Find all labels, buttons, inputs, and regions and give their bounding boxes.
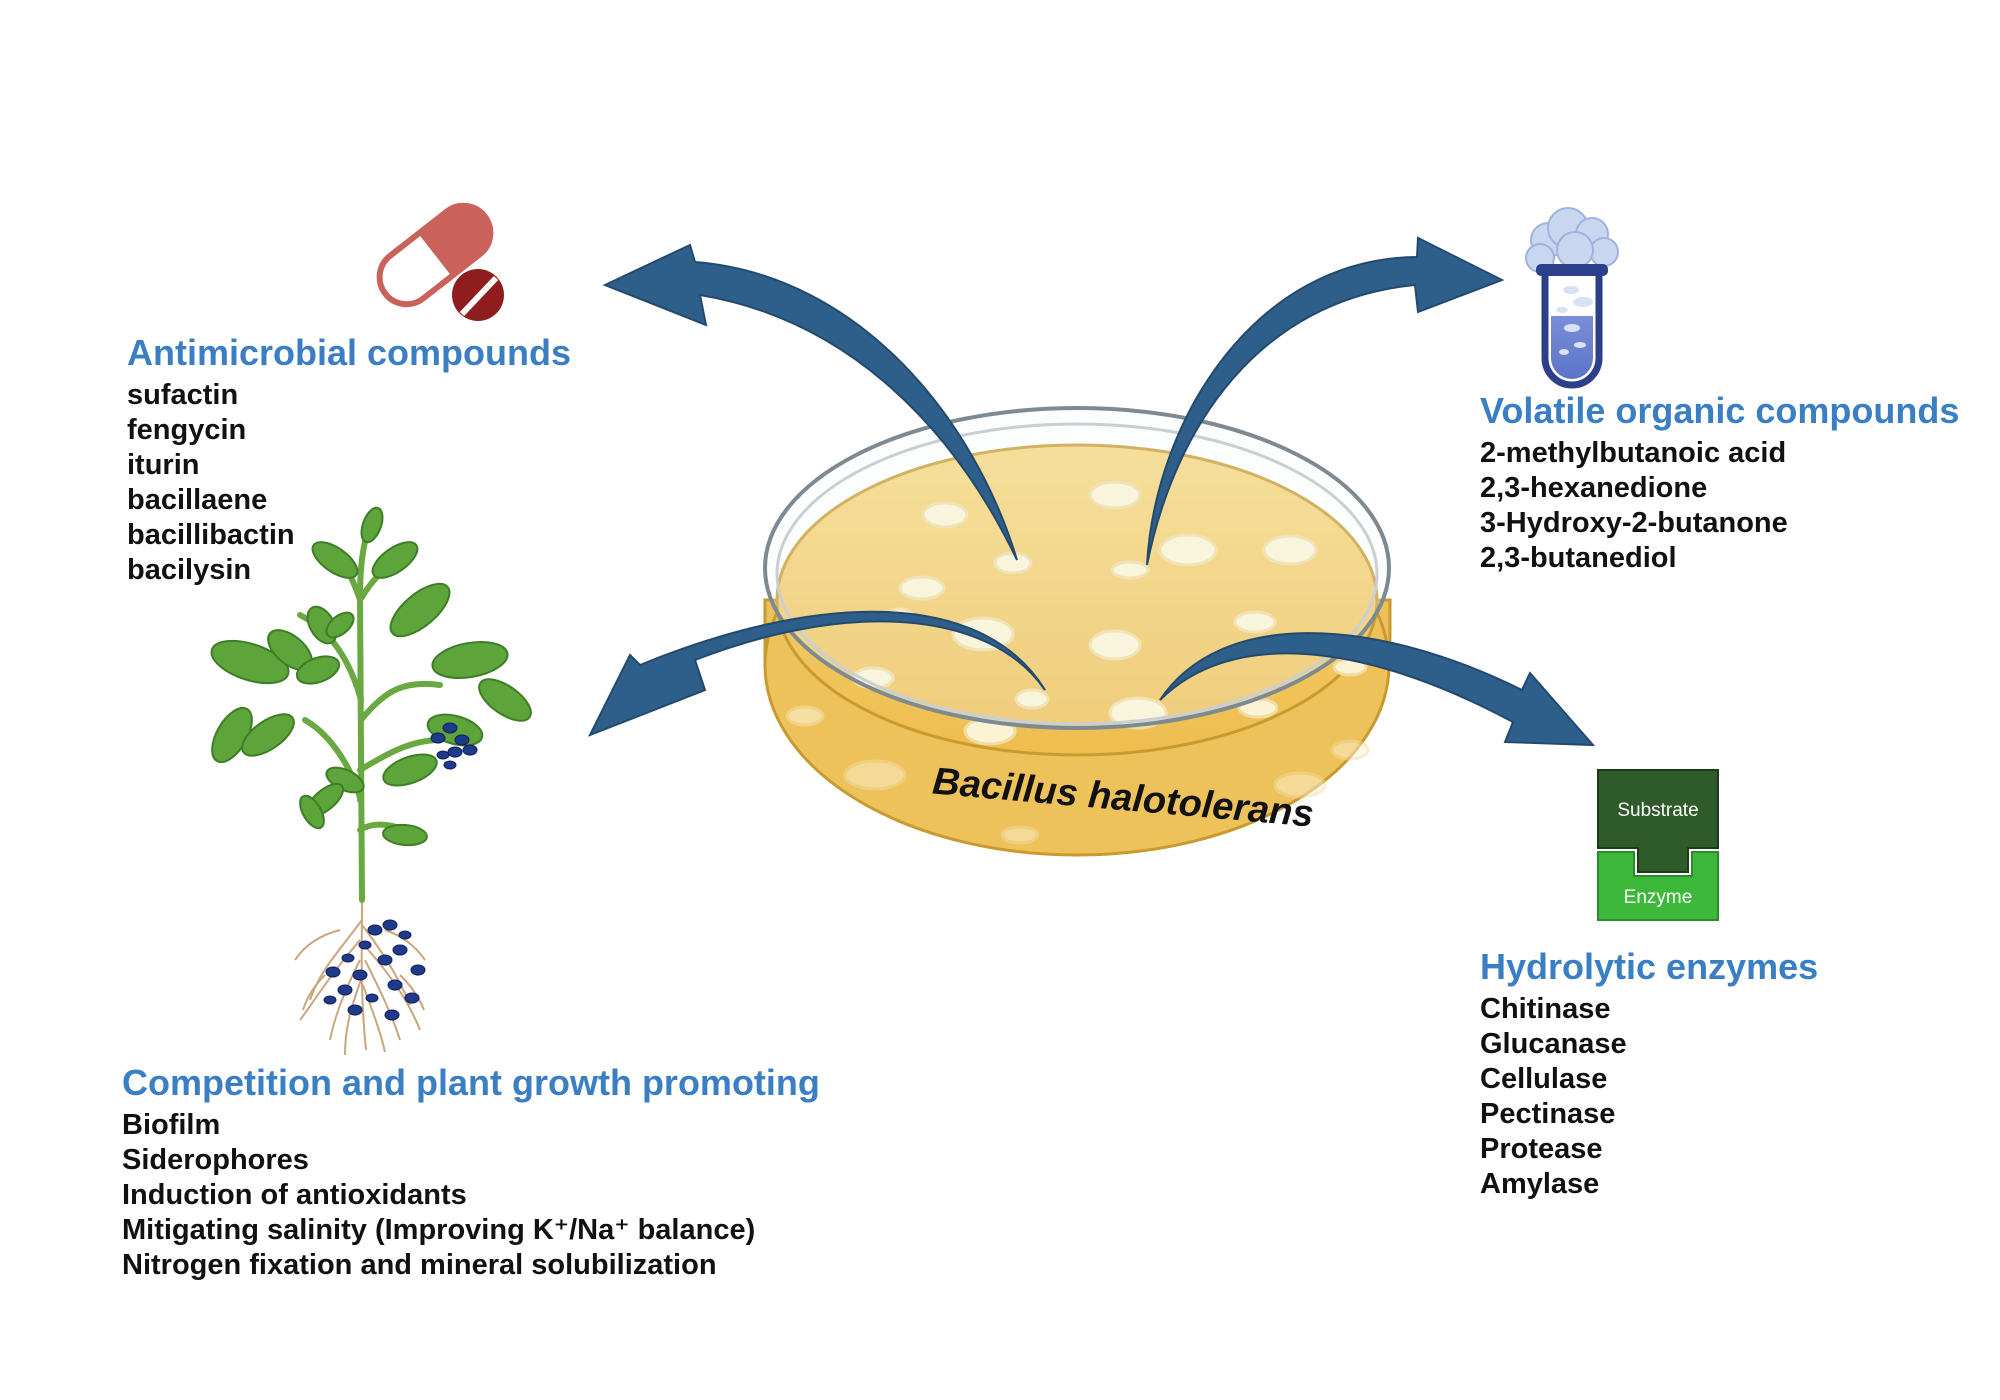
enzymes-item: Amylase [1480, 1168, 1600, 1200]
roots [294, 899, 426, 1056]
substrate-label: Substrate [1617, 800, 1698, 821]
volatile-item: 3-Hydroxy-2-butanone [1480, 507, 1788, 539]
antimicrobial-item: sufactin [127, 379, 239, 411]
competition-item: Induction of antioxidants [122, 1179, 467, 1211]
antimicrobial-group: Antimicrobial compounds sufactin fengyci… [127, 332, 571, 588]
antimicrobial-list: sufactin fengycin iturin bacillaene baci… [127, 378, 571, 588]
enzymes-item: Protease [1480, 1133, 1603, 1165]
antimicrobial-item: iturin [127, 449, 200, 481]
competition-item: Siderophores [122, 1144, 309, 1176]
competition-group: Competition and plant growth promoting B… [122, 1062, 820, 1283]
volatile-title: Volatile organic compounds [1480, 390, 1960, 431]
competition-item: Mitigating salinity (Improving K⁺/Na⁺ ba… [122, 1214, 756, 1246]
test-tube-gas-icon [1525, 207, 1619, 389]
arrow-to-volatile [1146, 236, 1505, 566]
competition-item: Nitrogen fixation and mineral solubiliza… [122, 1249, 717, 1281]
arrow-to-competition [587, 610, 1046, 737]
competition-title: Competition and plant growth promoting [122, 1062, 820, 1103]
capsule-pill-icon [376, 202, 504, 321]
arrows [587, 236, 1596, 747]
arrow-to-antimicrobial [602, 243, 1018, 561]
leaves [210, 506, 532, 847]
antimicrobial-item: fengycin [127, 414, 247, 446]
volatile-item: 2-methylbutanoic acid [1480, 437, 1787, 469]
enzymes-item: Pectinase [1480, 1098, 1616, 1130]
volatile-list: 2-methylbutanoic acid 2,3-hexanedione 3-… [1480, 436, 1959, 576]
petri-dish-icon: Bacillus halotolerans [763, 406, 1392, 857]
plant-with-roots-icon [210, 506, 532, 1056]
enzymes-title: Hydrolytic enzymes [1480, 946, 1819, 987]
enzymes-item: Chitinase [1480, 993, 1611, 1025]
enzymes-group: Hydrolytic enzymes Chitinase Glucanase C… [1480, 946, 1818, 1202]
enzyme-label: Enzyme [1624, 887, 1693, 908]
enzymes-item: Glucanase [1480, 1028, 1627, 1060]
plant-bacteria [323, 722, 478, 1021]
bacterial-colonies [785, 480, 1370, 845]
enzymes-list: Chitinase Glucanase Cellulase Pectinase … [1480, 992, 1818, 1202]
antimicrobial-item: bacilysin [127, 554, 252, 586]
competition-list: Biofilm Siderophores Induction of antiox… [122, 1108, 820, 1283]
substrate-enzyme-icon: Substrate Enzyme [1597, 769, 1719, 921]
arrow-to-enzymes [1159, 632, 1596, 747]
antimicrobial-item: bacillaene [127, 484, 268, 516]
antimicrobial-item: bacillibactin [127, 519, 295, 551]
volatile-group: Volatile organic compounds 2-methylbutan… [1480, 390, 1959, 576]
volatile-item: 2,3-butanediol [1480, 542, 1677, 574]
competition-item: Biofilm [122, 1109, 221, 1141]
volatile-item: 2,3-hexanedione [1480, 472, 1708, 504]
enzymes-item: Cellulase [1480, 1063, 1608, 1095]
antimicrobial-title: Antimicrobial compounds [127, 332, 572, 373]
